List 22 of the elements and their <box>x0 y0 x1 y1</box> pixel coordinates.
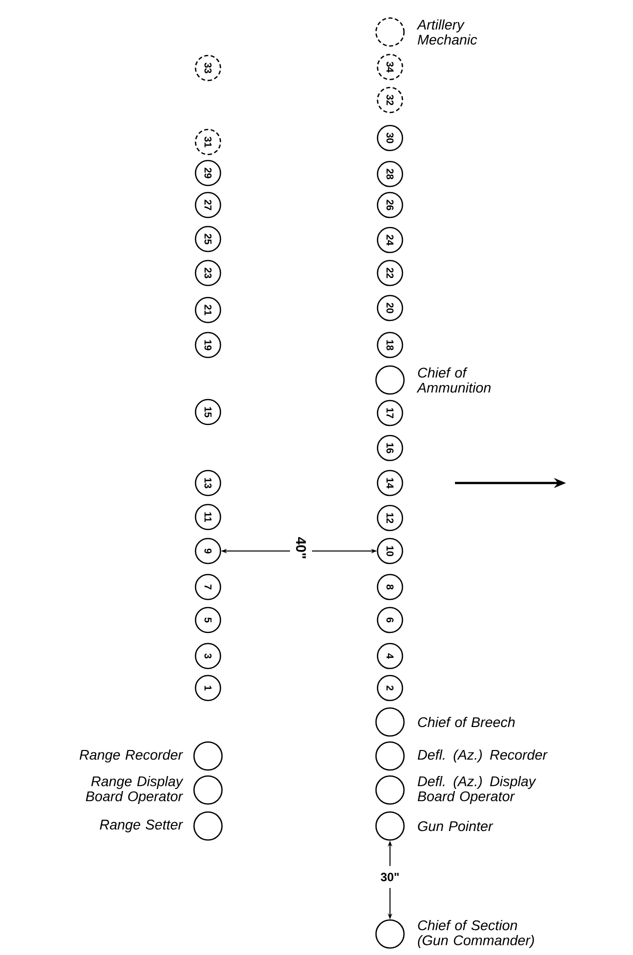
role-label: Defl. (Az.) Display Board Operator <box>418 776 536 804</box>
role-label: Range Setter <box>100 820 184 832</box>
position-circle <box>193 741 223 771</box>
role-label: Defl. (Az.) Recorder <box>418 749 548 763</box>
role-label: Chief of Breech <box>418 716 515 728</box>
position-circle <box>375 707 405 737</box>
role-label: Range Display Board Operator <box>86 776 184 804</box>
position-circle <box>193 811 223 841</box>
role-label: Chief of Section (Gun Commander) <box>418 920 534 948</box>
role-label: Range Recorder <box>80 749 184 763</box>
position-circle <box>375 811 405 841</box>
position-circle <box>375 17 405 47</box>
role-label: Chief of Ammunition <box>416 367 491 393</box>
dimension-label: 30" <box>380 872 399 882</box>
position-circle <box>375 919 405 949</box>
position-circle <box>375 365 405 395</box>
role-label: Gun Pointer <box>418 820 494 832</box>
position-circle <box>375 741 405 771</box>
position-circle <box>375 775 405 805</box>
dimension-label: 40" <box>296 537 306 558</box>
role-label: Artillery Mechanic <box>416 19 478 45</box>
position-circle <box>193 775 223 805</box>
